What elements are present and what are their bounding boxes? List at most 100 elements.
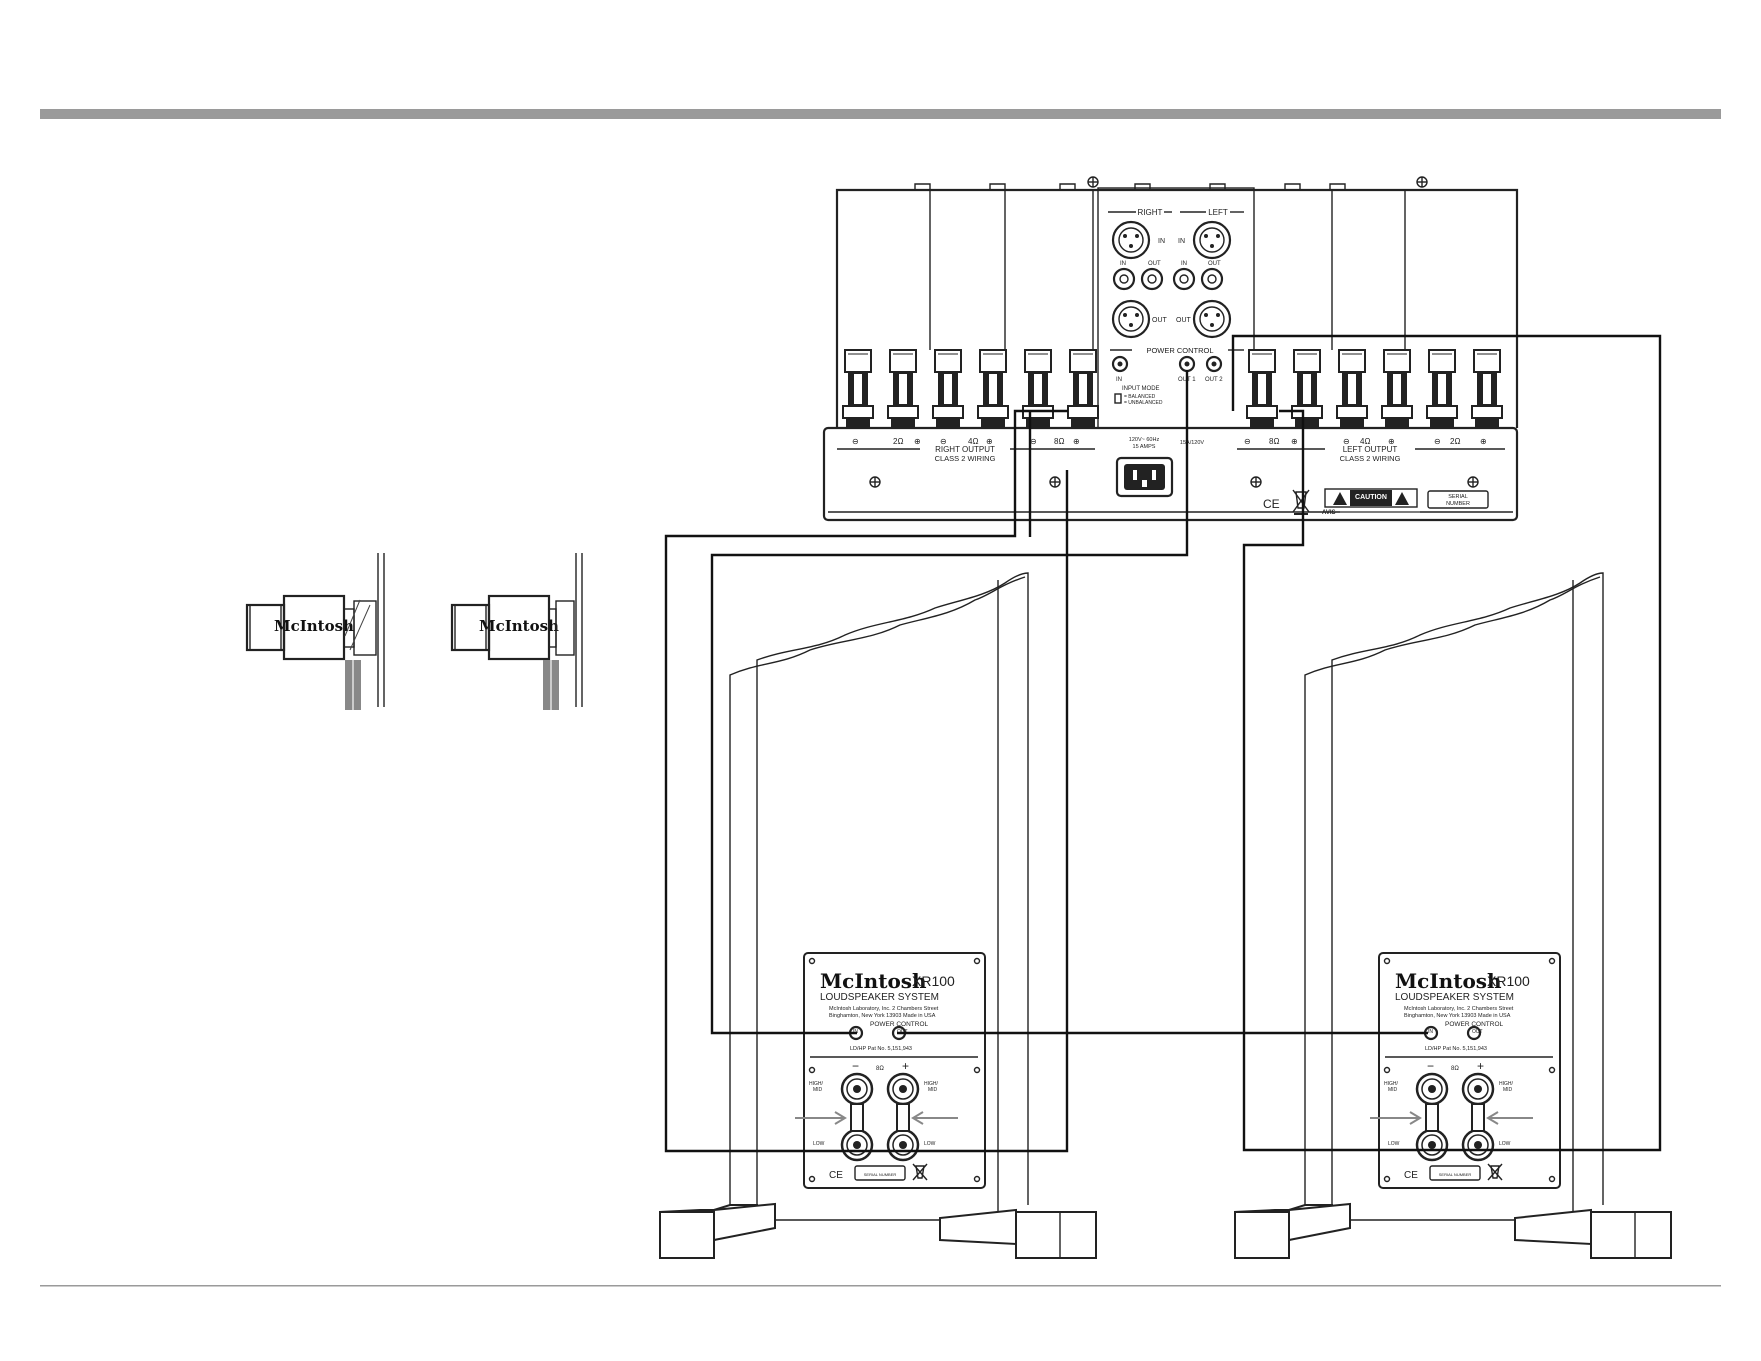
speaker-address-1: McIntosh Laboratory, Inc. 2 Chambers Str… — [829, 1006, 939, 1012]
mains-amps: 15 AMPS — [1133, 444, 1156, 450]
rca-jacks[interactable] — [1112, 267, 1224, 291]
xlr-input-right[interactable] — [1111, 220, 1151, 260]
binding-post[interactable] — [932, 349, 964, 428]
speaker-system-label: LOUDSPEAKER SYSTEM — [820, 992, 939, 1003]
speaker-impedance: 8Ω — [1451, 1066, 1459, 1072]
speaker-binding-posts[interactable] — [842, 349, 1503, 428]
xlr-output-left[interactable] — [1192, 299, 1232, 339]
amplifier-rear-panel — [822, 176, 1519, 522]
binding-post[interactable] — [887, 349, 919, 428]
xlr-in-right-label: IN — [1158, 238, 1165, 245]
speaker-serial-plate — [1429, 1165, 1481, 1181]
right-imp-8: 8Ω — [1054, 437, 1064, 446]
binding-post[interactable] — [1471, 349, 1503, 428]
avis-text: AVIS — [1322, 510, 1336, 516]
speaker-jumper[interactable] — [1471, 1103, 1485, 1132]
xlr-in-left-label: IN — [1178, 238, 1185, 245]
jumper-arrow-icon — [911, 1111, 958, 1125]
svg-text:⊖: ⊖ — [852, 437, 859, 446]
speaker-pc-in-label: IN — [1428, 1029, 1433, 1035]
input-mode-label: INPUT MODE — [1122, 386, 1160, 392]
left-class2-label: CLASS 2 WIRING — [1340, 454, 1401, 463]
binding-post[interactable] — [1022, 349, 1054, 428]
speaker-high-mid-right-2: MID — [1503, 1087, 1513, 1093]
top-screw-icon — [1087, 176, 1428, 188]
binding-post[interactable] — [977, 349, 1009, 428]
svg-text:⊕: ⊕ — [1480, 437, 1487, 446]
speaker-jumper[interactable] — [896, 1103, 910, 1132]
power-control-cable-amp-to-right — [710, 370, 1189, 1035]
cabinet-front — [756, 572, 1029, 1220]
serial-number-plate: SERIAL NUMBER — [1427, 490, 1489, 509]
binding-post[interactable] — [1336, 349, 1368, 428]
speaker-terminal[interactable] — [840, 1128, 874, 1162]
speaker-serial-label: SERIAL NUMBER — [864, 1172, 897, 1177]
speaker-terminal[interactable] — [1415, 1072, 1449, 1106]
speaker-high-mid-right-2: MID — [928, 1087, 938, 1093]
speaker-cables — [664, 334, 1662, 1153]
fuse-label: 15A/120V — [1180, 440, 1204, 446]
binding-post[interactable] — [1291, 349, 1323, 428]
binding-post[interactable] — [1067, 349, 1099, 428]
header-bar — [40, 109, 1721, 119]
cabinet-edge — [1304, 576, 1601, 1205]
speaker-system-label: LOUDSPEAKER SYSTEM — [1395, 992, 1514, 1003]
power-control-jacks[interactable] — [1111, 355, 1223, 373]
speaker-jumper[interactable] — [1425, 1103, 1439, 1132]
svg-text:⊕: ⊕ — [1073, 437, 1080, 446]
rca-in-left-label: IN — [1181, 261, 1187, 267]
svg-text:⊕: ⊕ — [1291, 437, 1298, 446]
xlr-out-right-label: OUT — [1152, 317, 1168, 324]
speaker-impedance: 8Ω — [876, 1066, 884, 1072]
caution-text: CAUTION — [1355, 494, 1387, 501]
speaker-terminal[interactable] — [1415, 1128, 1449, 1162]
speaker-foot — [659, 1202, 1097, 1259]
binding-post[interactable] — [1426, 349, 1458, 428]
right-speaker-cable — [664, 409, 1069, 1153]
speaker-terminal[interactable] — [840, 1072, 874, 1106]
speaker-patent: LD/HP Pat No. 5,151,943 — [850, 1046, 912, 1052]
speaker-foot — [1234, 1202, 1672, 1259]
binding-post[interactable] — [1246, 349, 1278, 428]
svg-text:⊕: ⊕ — [1388, 437, 1395, 446]
binding-post[interactable] — [842, 349, 874, 428]
speaker-brand: McIntosh — [820, 969, 927, 993]
binding-post[interactable] — [1381, 349, 1413, 428]
jumper-arrow-icon — [1370, 1111, 1422, 1125]
right-class2-label: CLASS 2 WIRING — [935, 454, 996, 463]
speaker-terminal[interactable] — [886, 1072, 920, 1106]
svg-text:⊖: ⊖ — [1244, 437, 1251, 446]
xlr-out-left-label: OUT — [1176, 317, 1192, 324]
left-imp-8: 8Ω — [1269, 437, 1279, 446]
jumper-arrow-icon — [795, 1111, 847, 1125]
ac-power-inlet[interactable] — [1115, 456, 1174, 498]
speaker-serial-plate — [854, 1165, 906, 1181]
speaker-terminal[interactable] — [1461, 1128, 1495, 1162]
xlr-output-right[interactable] — [1111, 299, 1151, 339]
speaker-terminal[interactable] — [1461, 1072, 1495, 1106]
speaker-low-left: LOW — [813, 1141, 825, 1147]
xlr-input-left[interactable] — [1192, 220, 1232, 260]
speaker-model: XR100 — [1487, 973, 1530, 989]
speaker-address-1: McIntosh Laboratory, Inc. 2 Chambers Str… — [1404, 1006, 1514, 1012]
speaker-high-mid-right: HIGH/ — [1499, 1081, 1514, 1087]
speaker-jumper[interactable] — [850, 1103, 864, 1132]
svg-text:⊖: ⊖ — [940, 437, 947, 446]
input-mode-switch[interactable] — [1114, 393, 1122, 404]
output-labels: ⊖2Ω⊕ ⊖4Ω⊕ ⊖8Ω⊕ ⊖8Ω⊕ ⊖4Ω⊕ ⊖2Ω⊕ RIGHT OUTP… — [837, 437, 1505, 463]
speaker-power-control-label: POWER CONTROL — [1445, 1021, 1504, 1028]
speaker-ce-mark: CE — [1404, 1170, 1418, 1181]
terminal-detail-illustration: McIntosh McIntosh — [245, 553, 583, 710]
rca-out-left-label: OUT — [1208, 261, 1221, 267]
speaker-model: XR100 — [912, 973, 955, 989]
speaker-terminal[interactable] — [886, 1128, 920, 1162]
speaker-power-control-out-jack[interactable] — [1466, 1025, 1482, 1041]
speaker-minus-label: − — [852, 1059, 859, 1073]
right-imp-2: 2Ω — [893, 437, 903, 446]
screw-icon — [869, 476, 1479, 488]
footer-rule — [40, 1285, 1721, 1287]
left-imp-4: 4Ω — [1360, 437, 1370, 446]
